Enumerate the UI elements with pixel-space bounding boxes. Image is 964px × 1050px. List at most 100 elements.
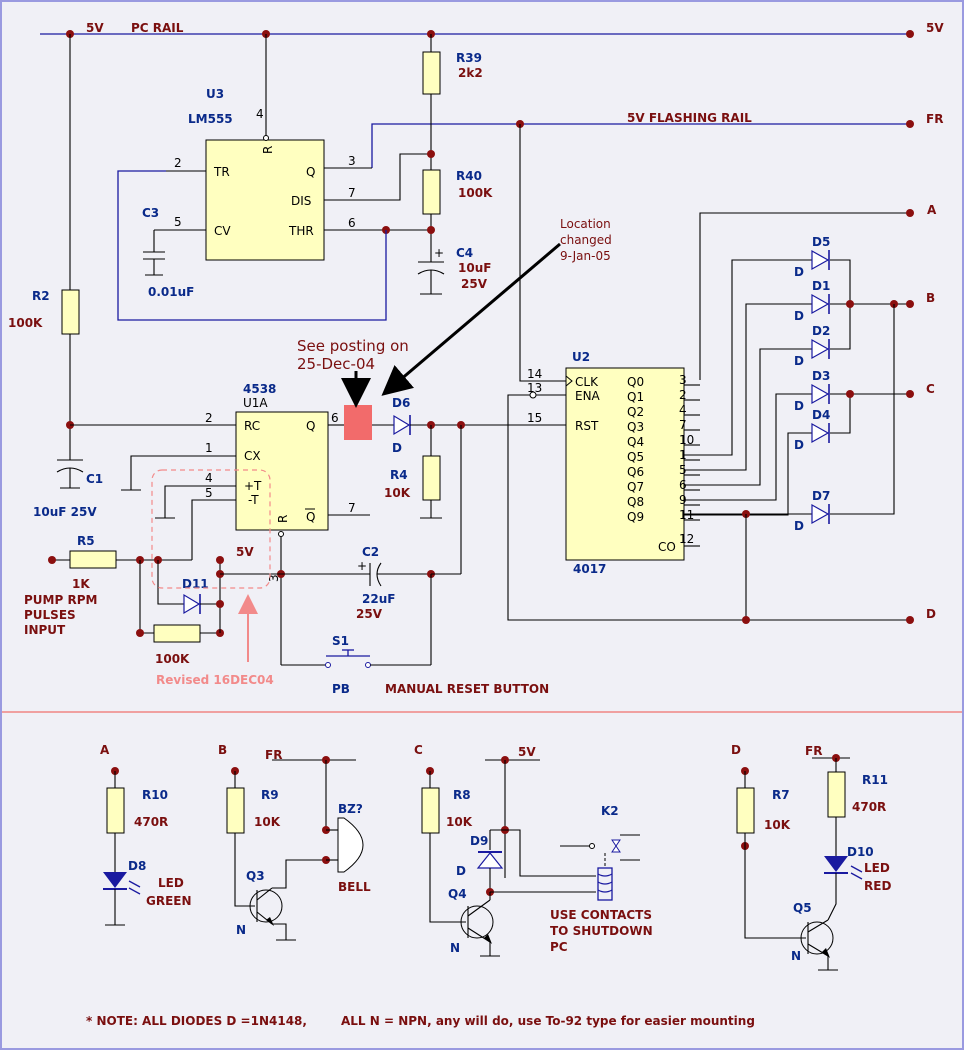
u2-pin-q5: Q5 <box>627 450 644 464</box>
q3-ref: Q3 <box>246 869 265 883</box>
local-5v: 5V <box>236 545 254 559</box>
q5-type: N <box>791 949 801 963</box>
u1a-pin-rc: RC <box>244 419 260 433</box>
r9-value: 10K <box>254 815 281 829</box>
driver-a-green-led: A R10 470R D8 LED GREEN <box>100 743 192 926</box>
u2-pin-q1: Q1 <box>627 390 644 404</box>
u2-pin-q1-num: 2 <box>679 388 687 402</box>
location-changed-arrow <box>381 242 561 396</box>
c4-voltage: 25V <box>461 277 488 291</box>
u2-pin-q3-num: 7 <box>679 418 687 432</box>
annotations: Location changed 9-Jan-05 See posting on… <box>156 217 612 687</box>
d6-type: D <box>392 441 402 455</box>
output-b: B <box>926 291 935 305</box>
fr-output: FR <box>926 112 943 126</box>
q4-ref: Q4 <box>448 887 467 901</box>
u2-pin-q9: Q9 <box>627 510 644 524</box>
r-100k-value: 100K <box>155 652 190 666</box>
driver-b-input: B <box>218 743 227 757</box>
diode-d3-type: D <box>794 399 804 413</box>
u2-ref: U2 <box>572 350 590 364</box>
u3-pin-q: Q <box>306 165 315 179</box>
c2-s1: + C2 22uF 25V S1 PB MANUAL RESET BUTTON <box>281 545 549 696</box>
u3-pin-5: 5 <box>174 215 182 229</box>
u3-pin-thr: THR <box>288 224 314 238</box>
driver-d-supply: FR <box>805 744 822 758</box>
u2-pin-q0: Q0 <box>627 375 644 389</box>
u3-pin-cv: CV <box>214 224 231 238</box>
diode-d7-type: D <box>794 519 804 533</box>
d11-ref: D11 <box>182 577 209 591</box>
c3-value: 0.01uF <box>148 285 194 299</box>
c1-value: 10uF 25V <box>33 505 97 519</box>
location-changed-line3: 9-Jan-05 <box>560 249 611 263</box>
driver-c-relay: C 5V R8 10K D9 D Q4 <box>414 743 653 957</box>
d10-label-red: RED <box>864 879 891 893</box>
r11-ref: R11 <box>862 773 888 787</box>
u1a-pin-7: 7 <box>348 501 356 515</box>
pc-rail-label: PC RAIL <box>131 21 184 35</box>
relay-note-line2: TO SHUTDOWN <box>550 924 653 938</box>
input-label-line3: INPUT <box>24 623 66 637</box>
r8-value: 10K <box>446 815 473 829</box>
c4-ref: C4 <box>456 246 473 260</box>
location-changed-line2: changed <box>560 233 612 247</box>
u2-pin-q4: Q4 <box>627 435 644 449</box>
c2-value: 22uF <box>362 592 395 606</box>
u2-pin-q2-num: 4 <box>679 403 687 417</box>
diode-d1-ref: D1 <box>812 279 830 293</box>
u2-pin-q5-num: 1 <box>679 448 687 462</box>
k2-ref: K2 <box>601 804 619 818</box>
u2-pin-clk-num: 14 <box>527 367 542 381</box>
u1a-output-stage: D6 D R4 10K 15 <box>344 396 566 574</box>
diode-d1 <box>811 293 830 315</box>
c1-ref: C1 <box>86 472 103 486</box>
u2-pin-q2: Q2 <box>627 405 644 419</box>
r2-ref: R2 <box>32 289 50 303</box>
u3-pin-r: R <box>261 146 275 154</box>
input-network: R5 1K D11 100K 5V PUMP RPM PULSES INPUT <box>24 469 281 666</box>
u1a-pin-4: 4 <box>205 471 213 485</box>
u1a-pin-q: Q <box>306 419 315 433</box>
u3-pin-4: 4 <box>256 107 264 121</box>
u3-ref: U3 <box>206 87 224 101</box>
u2-pin-co-num: 12 <box>679 532 694 546</box>
d8-label-green: GREEN <box>146 894 192 908</box>
s1-label: MANUAL RESET BUTTON <box>385 682 549 696</box>
driver-a-input: A <box>100 743 110 757</box>
s1-type: PB <box>332 682 350 696</box>
u3-lm555: U3 LM555 TR Q DIS CV THR R 4 2 3 7 6 5 <box>117 34 431 321</box>
u3-pin-tr: TR <box>213 165 230 179</box>
diode-d3 <box>811 383 830 405</box>
r2-value: 100K <box>8 316 43 330</box>
u2-pin-clk: CLK <box>575 375 599 389</box>
u1a-pin-pt: +T <box>244 479 262 493</box>
output-d: D <box>926 607 936 621</box>
diode-d5-ref: D5 <box>812 235 830 249</box>
u1a-pin-3: 3 <box>267 574 281 582</box>
relay-note-line1: USE CONTACTS <box>550 908 652 922</box>
output-a: A <box>927 203 937 217</box>
r7-ref: R7 <box>772 788 790 802</box>
r7-value: 10K <box>764 818 791 832</box>
driver-d-red-led: D FR R7 10K R11 470R D10 LED RED Q5 N <box>731 743 891 971</box>
u1a-pin-5: 5 <box>205 486 213 500</box>
modified-location-marker <box>344 405 372 440</box>
rail-5v-output: 5V <box>926 21 944 35</box>
r9-ref: R9 <box>261 788 279 802</box>
r5-value: 1K <box>72 577 90 591</box>
r4-ref: R4 <box>390 468 408 482</box>
diode-d7 <box>811 503 830 525</box>
r11-value: 470R <box>852 800 886 814</box>
u2-pin-ena-num: 13 <box>527 381 542 395</box>
note-transistors: ALL N = NPN, any will do, use To-92 type… <box>341 1014 755 1028</box>
u1a-pin-r: R <box>276 515 290 523</box>
see-posting-line2: 25-Dec-04 <box>297 355 375 373</box>
diode-d4-type: D <box>794 438 804 452</box>
c4-polarity: + <box>434 246 444 260</box>
u1a-pin-2: 2 <box>205 411 213 425</box>
r40-ref: R40 <box>456 169 482 183</box>
c2-voltage: 25V <box>356 607 383 621</box>
